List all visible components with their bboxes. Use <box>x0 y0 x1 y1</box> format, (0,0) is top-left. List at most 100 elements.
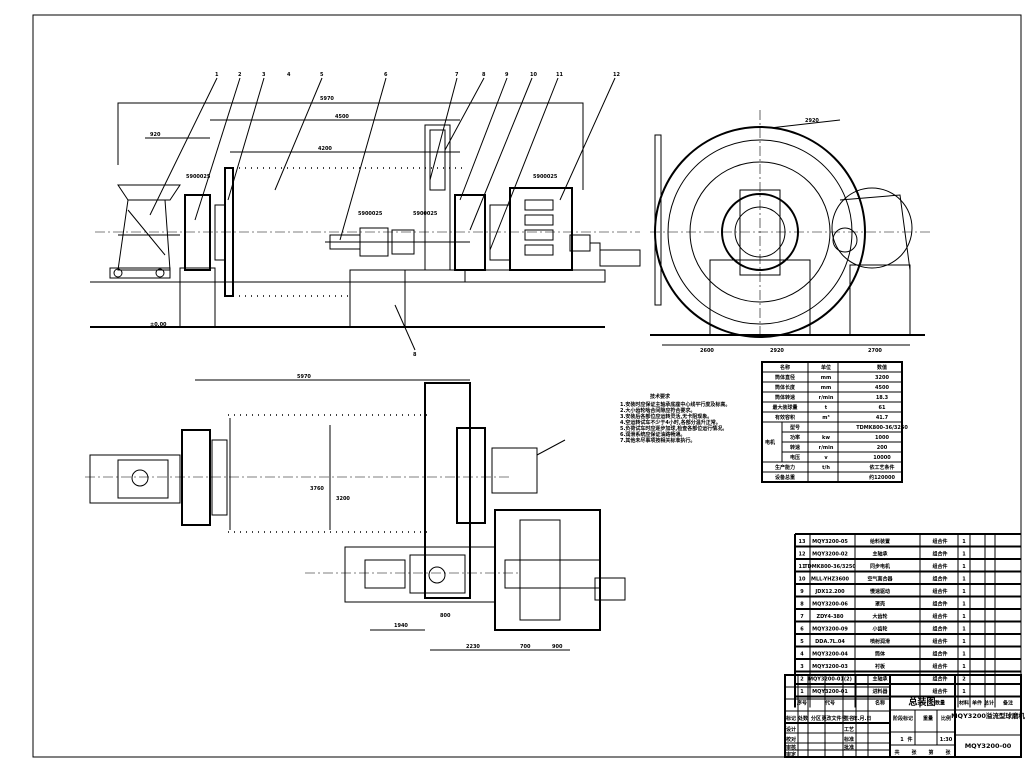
spec-unit: v <box>824 455 828 461</box>
spec-group: 电机 <box>765 439 775 446</box>
dim-inner: 4200 <box>318 146 332 152</box>
bom-no: 5 <box>800 639 804 645</box>
spec-value: 3200 <box>875 375 889 381</box>
bom-material: 组合件 <box>932 588 947 595</box>
bom-name: 罩壳 <box>875 601 885 608</box>
bom-material: 组合件 <box>932 676 947 683</box>
notes-title: 技术要求 <box>650 393 671 400</box>
bearing-label: 5900025 <box>358 211 383 217</box>
bom-header: 代号 <box>824 700 835 707</box>
bom-header: 单件 <box>972 700 982 707</box>
scale: 1:30 <box>940 737 953 743</box>
bom-material: 组合件 <box>932 563 947 570</box>
motor-label: 5900025 <box>533 174 558 180</box>
spec-value: 依工艺条件 <box>869 464 894 471</box>
revision-header: 签名 <box>843 715 854 722</box>
bom-material: 组合件 <box>932 638 947 645</box>
revision-header: 分区 <box>811 715 821 722</box>
balloon: 6 <box>384 72 388 78</box>
bom-name: 筒体 <box>875 651 886 658</box>
bom-qty: 1 <box>962 614 966 620</box>
sheets-text: 张 <box>945 749 951 756</box>
bom-material: 组合件 <box>932 651 947 658</box>
bom-name: 喷射润滑 <box>870 638 890 645</box>
revision-header: 年.月.日 <box>853 715 872 722</box>
spec-value: 200 <box>877 445 888 451</box>
role-label: 审核 <box>786 744 796 751</box>
spec-value: 1000 <box>875 435 889 441</box>
dim-plan: 5970 <box>297 374 311 380</box>
bom-no: 13 <box>799 539 806 545</box>
stage-label: 比例 <box>941 715 951 722</box>
bom-no: 10 <box>799 577 806 583</box>
balloon: 9 <box>505 72 509 78</box>
spec-value: 61 <box>879 405 886 411</box>
note-line: 2.大小齿轮啮合间隙应符合要求。 <box>620 407 695 414</box>
spec-value: TDMK800-36/3250 <box>856 425 908 431</box>
end-view: 2600 2920 2700 2920 <box>650 110 930 354</box>
bom-material: 组合件 <box>932 551 947 558</box>
dim-plan-dia2: 3760 <box>310 486 324 492</box>
bom-no: 6 <box>800 627 804 633</box>
bom-material: 组合件 <box>932 663 947 670</box>
note-line: 3.安装后各部位应运转灵活,无卡阻现象。 <box>620 413 712 420</box>
dim-end-mid: 2920 <box>770 348 784 354</box>
bom-code: MQY3200-02 <box>812 552 848 558</box>
stage-label: 重量 <box>923 715 933 722</box>
bom-code: MQY3200-01 <box>812 689 848 695</box>
balloon: 1 <box>215 72 219 78</box>
bom-material: 组合件 <box>932 626 947 633</box>
spec-unit: kw <box>822 435 830 441</box>
bom-name: 给料装置 <box>870 538 890 545</box>
bom-qty: 1 <box>962 652 966 658</box>
bom-no: 2 <box>800 677 804 683</box>
bom-name: 衬板 <box>874 663 886 670</box>
bom-qty: 1 <box>962 577 966 583</box>
spec-name: 设备总重 <box>775 474 795 481</box>
spec-name: 最大装球量 <box>772 404 797 411</box>
bom-header: 总计 <box>984 700 994 707</box>
bom-name: 大齿轮 <box>872 613 887 620</box>
spec-value: 18.3 <box>876 395 889 401</box>
bom-no: 12 <box>799 552 806 558</box>
bom-header: 序号 <box>796 700 807 707</box>
bom-name: 空气离合器 <box>867 576 893 583</box>
bom-material: 组合件 <box>932 601 947 608</box>
spec-unit: t <box>825 405 828 411</box>
bom-name: 同步电机 <box>870 563 890 570</box>
revision-header: 更改文件号 <box>821 715 846 722</box>
note-line: 1.安装时应保证主轴承底座中心线平行度及标高。 <box>620 401 730 408</box>
dim-plan-d4: 700 <box>520 644 531 650</box>
spec-unit: r/min <box>819 395 834 401</box>
spec-value: 约120000 <box>869 474 895 481</box>
product-name: MQY3200溢流型球磨机 <box>951 711 1025 720</box>
balloon: 2 <box>238 72 242 78</box>
part-balloons: 1 2 3 4 5 6 7 8 9 10 11 12 <box>149 72 620 251</box>
spec-unit: 单位 <box>821 364 831 371</box>
bom-no: 3 <box>800 664 804 670</box>
dim-plan-d2: 800 <box>440 613 451 619</box>
bom-code: MQY3200-01(2) <box>808 677 852 683</box>
sheets-text: 共 <box>894 749 899 756</box>
bom-qty: 1 <box>962 589 966 595</box>
bom-code: MQY3200-06 <box>812 602 848 608</box>
spec-value: 10000 <box>873 455 891 461</box>
bom-header: 备注 <box>1002 700 1013 707</box>
role-label: 审定 <box>786 751 796 758</box>
bom-no: 8 <box>800 602 804 608</box>
bom-qty: 1 <box>962 639 966 645</box>
balloon: 12 <box>613 72 620 78</box>
note-line: 6.润滑系统应保证油路畅通。 <box>620 431 685 438</box>
sheet-label: 件 <box>907 736 912 743</box>
bom-code: DDA.7L.04 <box>815 639 845 645</box>
spec-name: 名称 <box>780 364 790 371</box>
bom-material: 组合件 <box>932 688 947 695</box>
technical-notes: 技术要求 1.安装时应保证主轴承底座中心线平行度及标高。 2.大小齿轮啮合间隙应… <box>620 393 730 444</box>
dim-end-right: 2700 <box>868 348 882 354</box>
role-label: 校对 <box>786 736 796 743</box>
bom-name: 主轴承 <box>872 676 887 683</box>
plan-view: 5970 3200 3760 1940 800 2230 700 900 <box>85 374 626 651</box>
bom-code: MQY3200-03 <box>812 664 848 670</box>
spec-unit: m³ <box>822 415 829 421</box>
